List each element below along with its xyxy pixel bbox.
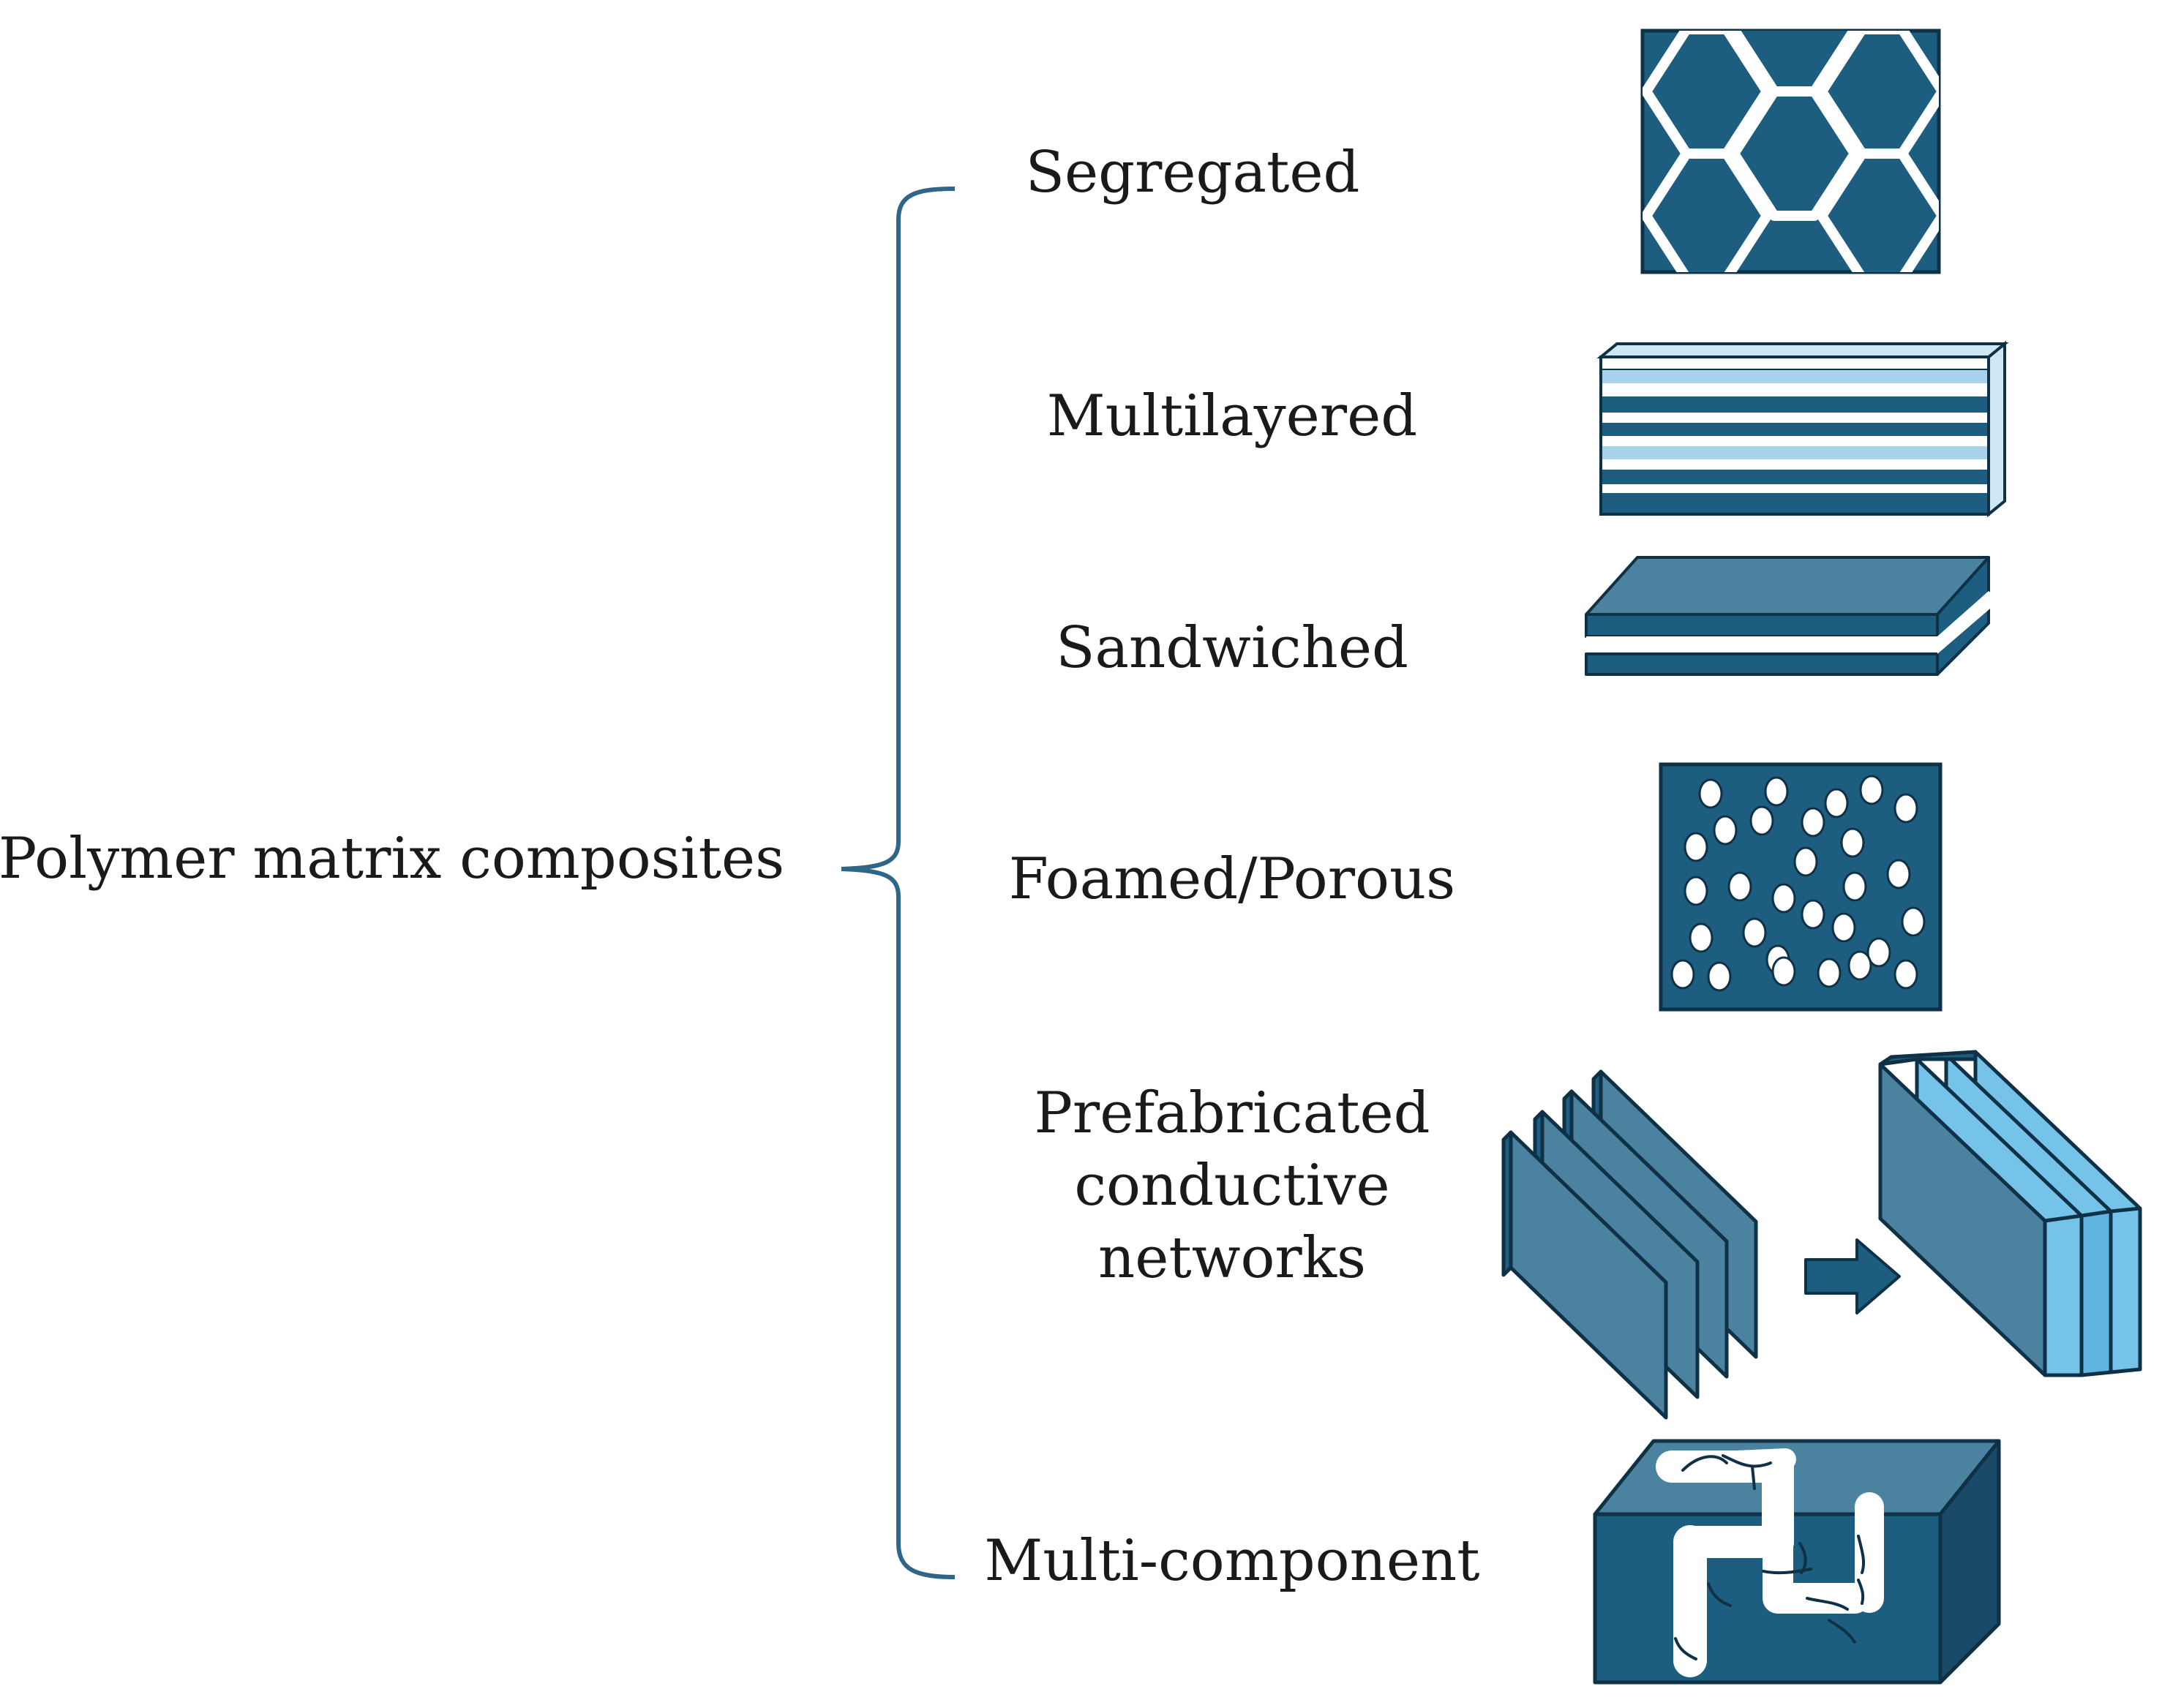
pore: [1684, 876, 1708, 906]
pore: [1801, 807, 1825, 838]
label-segregated: Segregated: [1026, 140, 1360, 206]
pore: [1801, 899, 1825, 930]
pore: [1893, 959, 1918, 990]
label-prefab-line-3: networks: [1098, 1225, 1366, 1291]
porous-block-icon: [1659, 762, 1943, 1012]
pore: [1831, 912, 1856, 943]
pore: [1764, 776, 1789, 807]
label-prefab-line-1: Prefabricated: [1034, 1080, 1430, 1146]
pore: [1670, 959, 1695, 990]
stacked-layers-icon: [1596, 340, 2009, 518]
pore: [1859, 775, 1884, 805]
label-prefab-line-2: conductive: [1074, 1153, 1389, 1219]
sandwich-slab-icon: [1585, 556, 2000, 676]
pore: [1771, 883, 1796, 914]
pore: [1886, 859, 1911, 889]
category-brace: [841, 187, 956, 1579]
pore: [1771, 956, 1796, 987]
pore: [1866, 937, 1891, 968]
compressed-plates-icon: [1878, 1050, 2142, 1377]
pore: [1842, 871, 1867, 902]
pore: [1684, 832, 1708, 862]
pore: [1793, 846, 1818, 877]
label-multilayered: Multilayered: [1047, 383, 1417, 449]
pore: [1727, 871, 1752, 902]
pore: [1707, 961, 1732, 992]
label-multicomp: Multi-component: [984, 1528, 1479, 1594]
pore: [1698, 778, 1723, 809]
root-label: Polymer matrix composites: [0, 826, 784, 892]
pore: [1847, 950, 1872, 981]
label-foamed: Foamed/Porous: [1009, 846, 1455, 912]
arrow-right-icon: [1804, 1238, 1901, 1314]
pore: [1742, 917, 1767, 948]
pore: [1901, 906, 1926, 937]
pore: [1840, 827, 1865, 858]
pore: [1689, 922, 1714, 953]
pore: [1824, 788, 1849, 819]
pore: [1817, 958, 1842, 988]
pore: [1749, 805, 1774, 836]
pore: [1713, 815, 1738, 846]
stacked-plates-icon: [1501, 1069, 1758, 1420]
label-sandwiched: Sandwiched: [1056, 615, 1408, 681]
pore-group: [1670, 775, 1926, 992]
pore: [1893, 793, 1918, 824]
channel-block-icon: [1593, 1439, 2001, 1685]
hexagon-network-icon: [1640, 29, 1941, 274]
